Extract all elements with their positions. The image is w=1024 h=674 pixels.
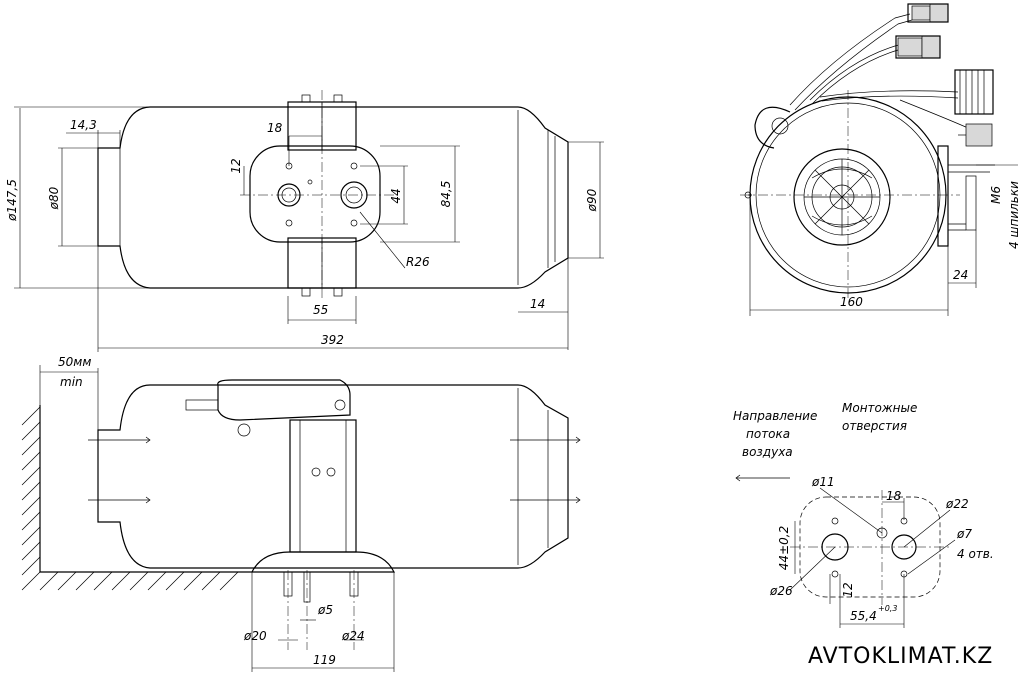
- flow-direction-label-3: воздуха: [742, 445, 793, 459]
- dim-clearance-50: 50мм: [58, 355, 91, 369]
- flow-direction-label-2: потока: [746, 427, 790, 441]
- dim-length-119: 119: [313, 653, 336, 667]
- dim-studs-count: 4 шпильки: [1007, 181, 1021, 249]
- detail-offset-12: 12: [841, 582, 855, 597]
- detail-height-44: 44±0,2: [777, 526, 791, 570]
- dim-diameter-90: ø90: [585, 188, 599, 212]
- dim-wall-14-3: 14,3: [70, 118, 97, 132]
- top-view: ø147,5 14,3 ø80 18 12 44 84,5 R26 55 14 …: [5, 90, 604, 352]
- dim-width-55: 55: [313, 303, 328, 317]
- brand-watermark: AVTOKLIMAT.KZ: [808, 644, 993, 669]
- detail-d26: ø26: [769, 584, 793, 598]
- dim-clearance-min: min: [60, 375, 83, 389]
- dim-hole-spacing-18: 18: [267, 121, 283, 135]
- dim-height-44: 44: [389, 188, 403, 203]
- dim-diameter-24: ø24: [341, 629, 365, 643]
- dim-offset-12: 12: [229, 158, 243, 173]
- mount-holes-label-2: отверстия: [842, 419, 907, 433]
- detail-d11: ø11: [811, 475, 835, 489]
- detail-d7: ø7: [956, 527, 972, 541]
- dim-width-160: 160: [840, 295, 863, 309]
- detail-span-55-4: 55,4: [850, 609, 877, 623]
- flow-direction-label-1: Направление: [733, 409, 817, 423]
- end-view: 160 24 М6 4 шпильки: [740, 3, 1021, 316]
- dim-outlet-14: 14: [530, 297, 545, 311]
- dim-stud-m6: М6: [989, 186, 1003, 204]
- side-view: 50мм min ø20 ø5 ø24 119: [21, 355, 581, 672]
- mount-holes-label-1: Монтожные: [842, 401, 917, 415]
- detail-spacing-18: 18: [886, 489, 902, 503]
- detail-holes-4: 4 отв.: [957, 547, 994, 561]
- dim-diameter-147-5: ø147,5: [5, 179, 19, 222]
- detail-tol-0-3: +0,3: [878, 604, 897, 613]
- dim-length-392: 392: [321, 333, 344, 347]
- dim-depth-24: 24: [953, 268, 968, 282]
- dim-radius-26: R26: [406, 255, 430, 269]
- mounting-detail: Направление потока воздуха Монтожные отв…: [733, 401, 994, 628]
- dim-diameter-80: ø80: [47, 186, 61, 210]
- dim-diameter-20: ø20: [243, 629, 267, 643]
- dim-diameter-5: ø5: [317, 603, 333, 617]
- detail-d22: ø22: [945, 497, 969, 511]
- dim-height-84-5: 84,5: [439, 181, 453, 208]
